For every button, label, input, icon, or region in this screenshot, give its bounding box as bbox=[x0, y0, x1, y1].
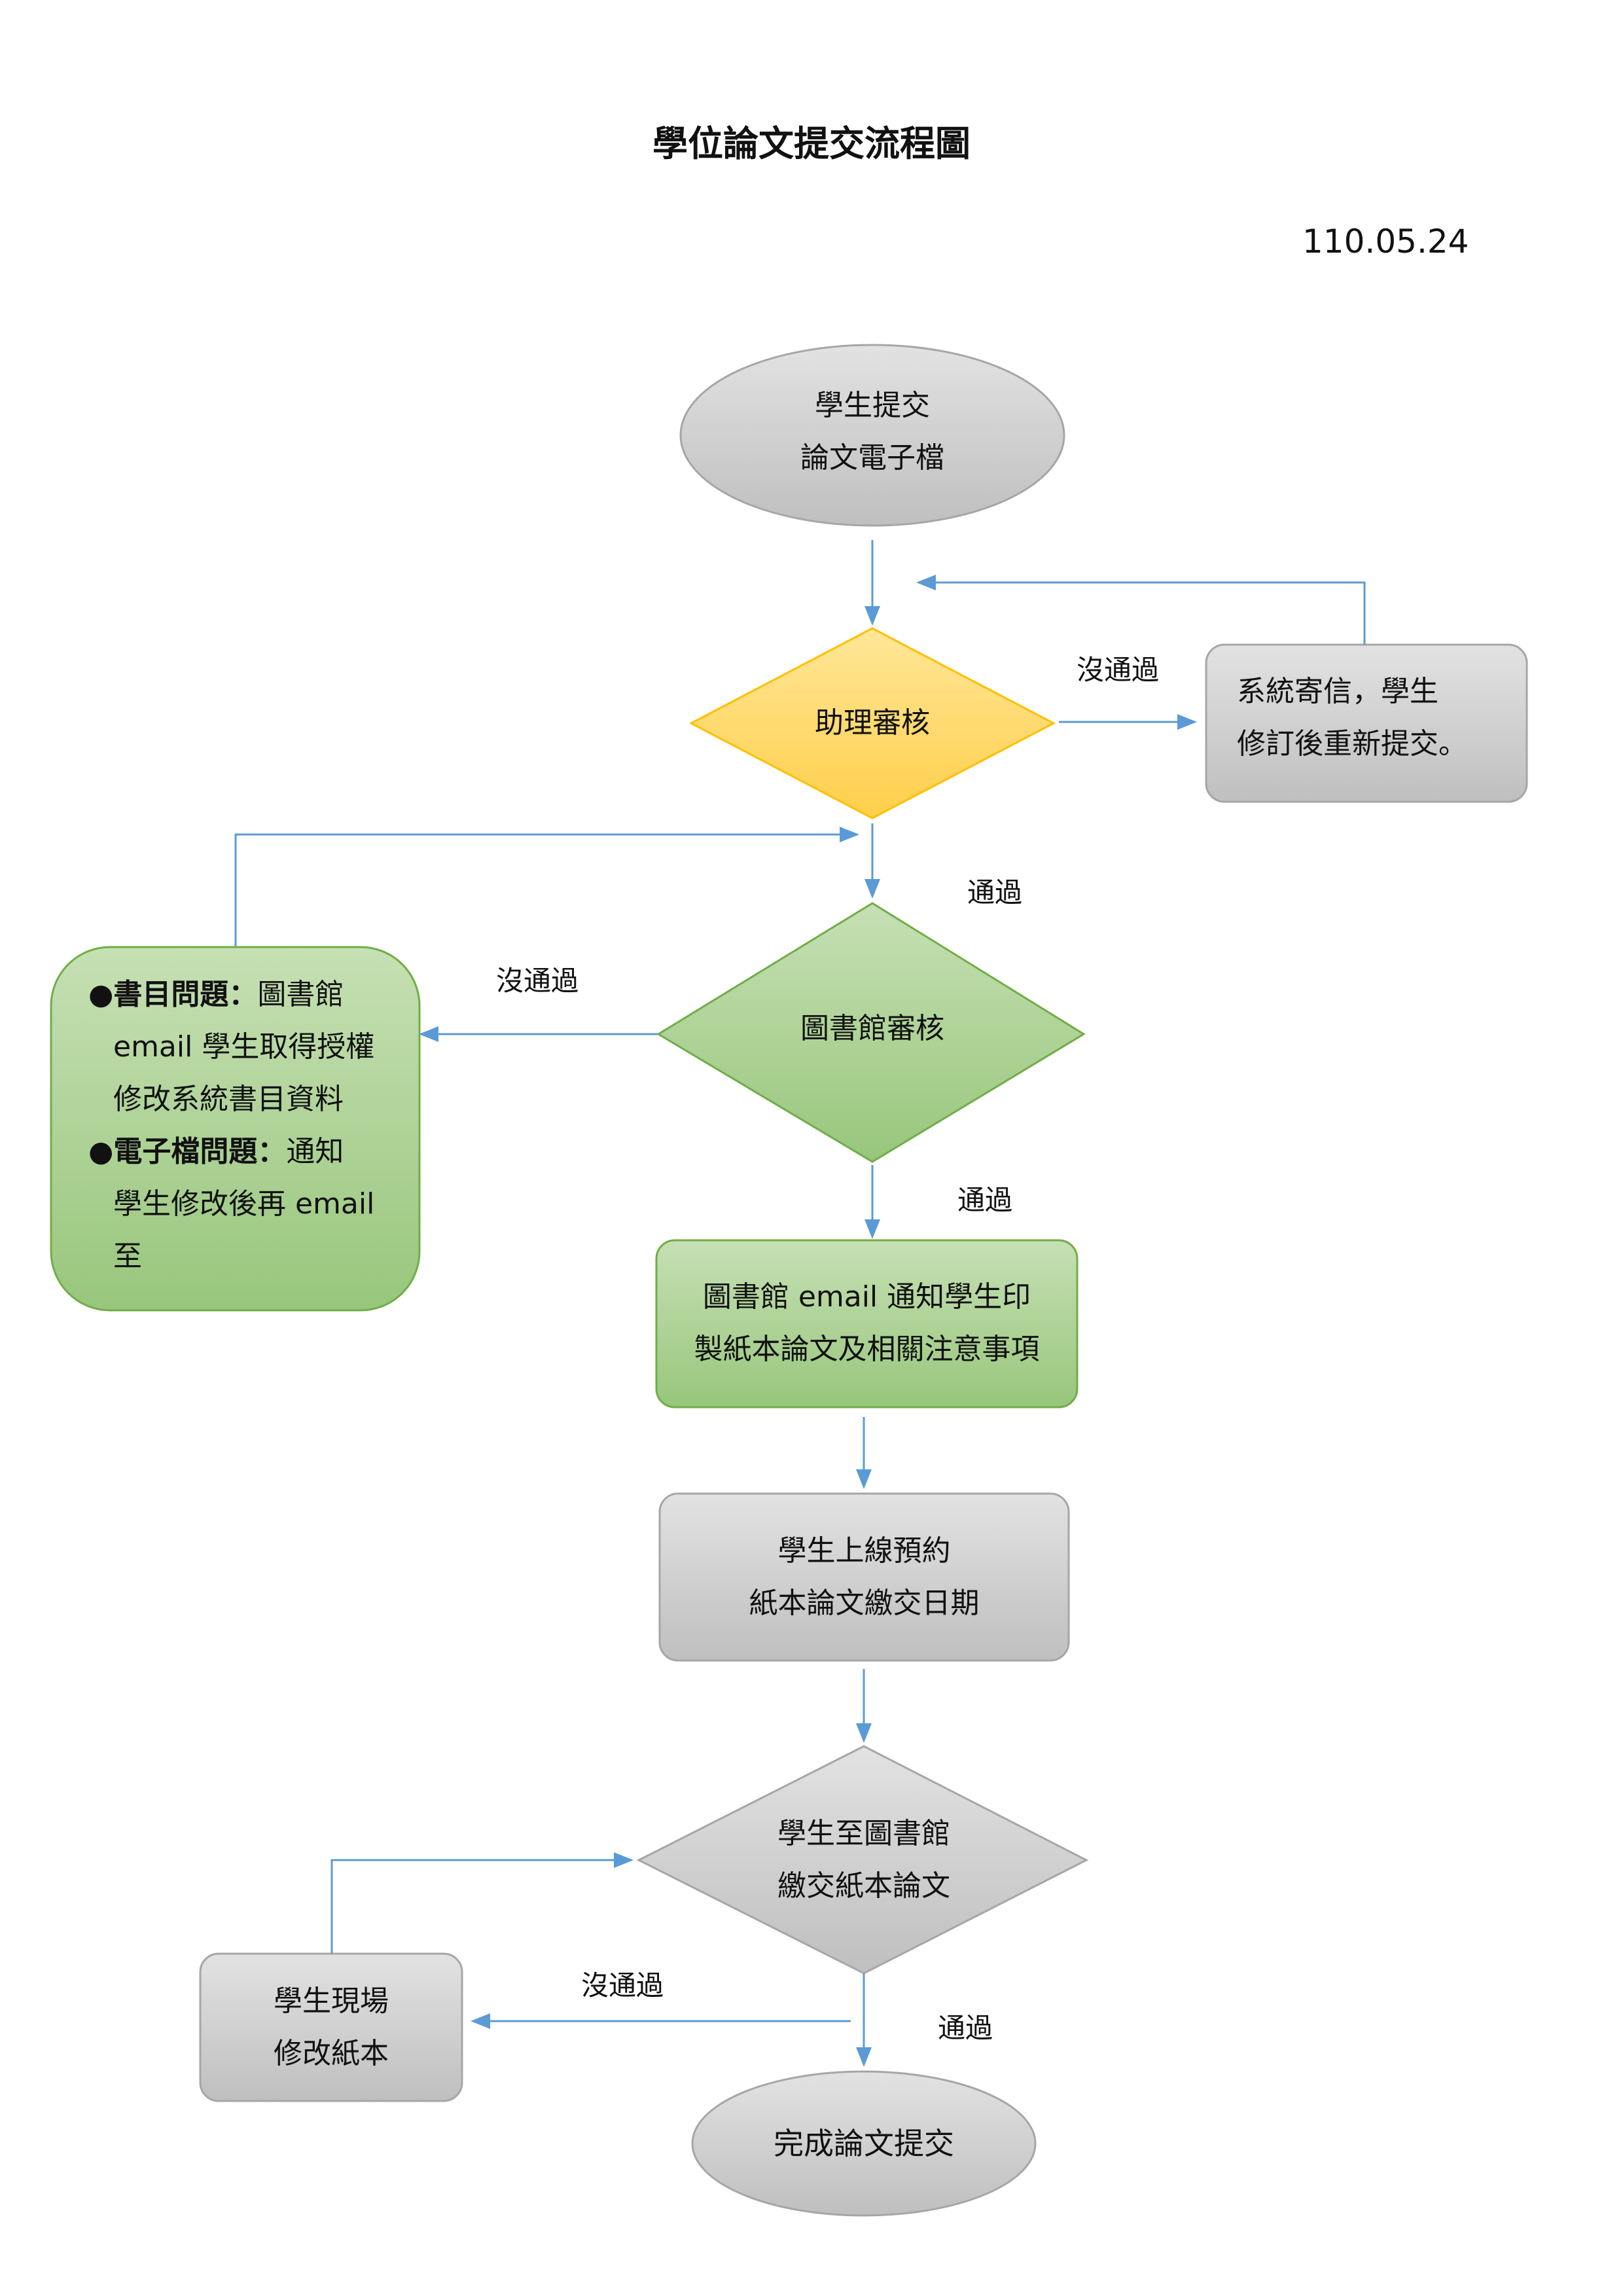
arrow-onsite-return bbox=[330, 1852, 633, 1954]
edge-label-library-pass: 通過 bbox=[957, 1184, 1013, 1216]
document-date: 110.05.24 bbox=[1302, 223, 1469, 260]
notify-print-label: 圖書館 email 通知學生印製紙本論文及相關注意事項 bbox=[694, 1280, 1040, 1366]
bullet-icon: ● bbox=[88, 978, 114, 1011]
onsite-fix-label: 學生現場修改紙本 bbox=[274, 1984, 389, 2070]
edge-label-deliver-fail: 沒通過 bbox=[581, 1969, 664, 2001]
end-node-label: 完成論文提交 bbox=[774, 2126, 954, 2161]
assistant-review-label: 助理審核 bbox=[815, 706, 930, 740]
deliver-label: 學生至圖書館繳交紙本論文 bbox=[777, 1817, 950, 1903]
library-fail-notes: ●書目問題：圖書館 email 學生取得授權 修改系統書目資料 ●電子檔問題：通… bbox=[88, 978, 375, 1273]
notify-print-node bbox=[655, 1239, 1079, 1408]
library-review-label: 圖書館審核 bbox=[800, 1012, 944, 1045]
resubmit-label: 系統寄信，學生修訂後重新提交。 bbox=[1237, 675, 1467, 761]
book-date-node bbox=[658, 1492, 1070, 1662]
end-node bbox=[691, 2070, 1037, 2217]
page-title: 學位論文提交流程圖 bbox=[652, 123, 971, 164]
book-date-label: 學生上線預約紙本論文繳交日期 bbox=[749, 1534, 980, 1620]
assistant-review-diamond bbox=[688, 627, 1056, 819]
library-review-diamond bbox=[656, 902, 1086, 1163]
edge-label-library-fail: 沒通過 bbox=[496, 965, 579, 997]
start-node bbox=[679, 344, 1065, 527]
bullet-icon: ● bbox=[88, 1135, 114, 1168]
resubmit-node bbox=[1205, 643, 1528, 803]
arrow-library-box-return bbox=[234, 827, 859, 947]
edge-label-assistant-fail: 沒通過 bbox=[1077, 654, 1160, 686]
edge-label-assistant-pass: 通過 bbox=[967, 876, 1023, 908]
arrow-resubmit-return bbox=[916, 575, 1366, 645]
edge-label-deliver-pass: 通過 bbox=[938, 2012, 993, 2044]
start-node-label: 學生提交論文電子檔 bbox=[800, 389, 944, 475]
